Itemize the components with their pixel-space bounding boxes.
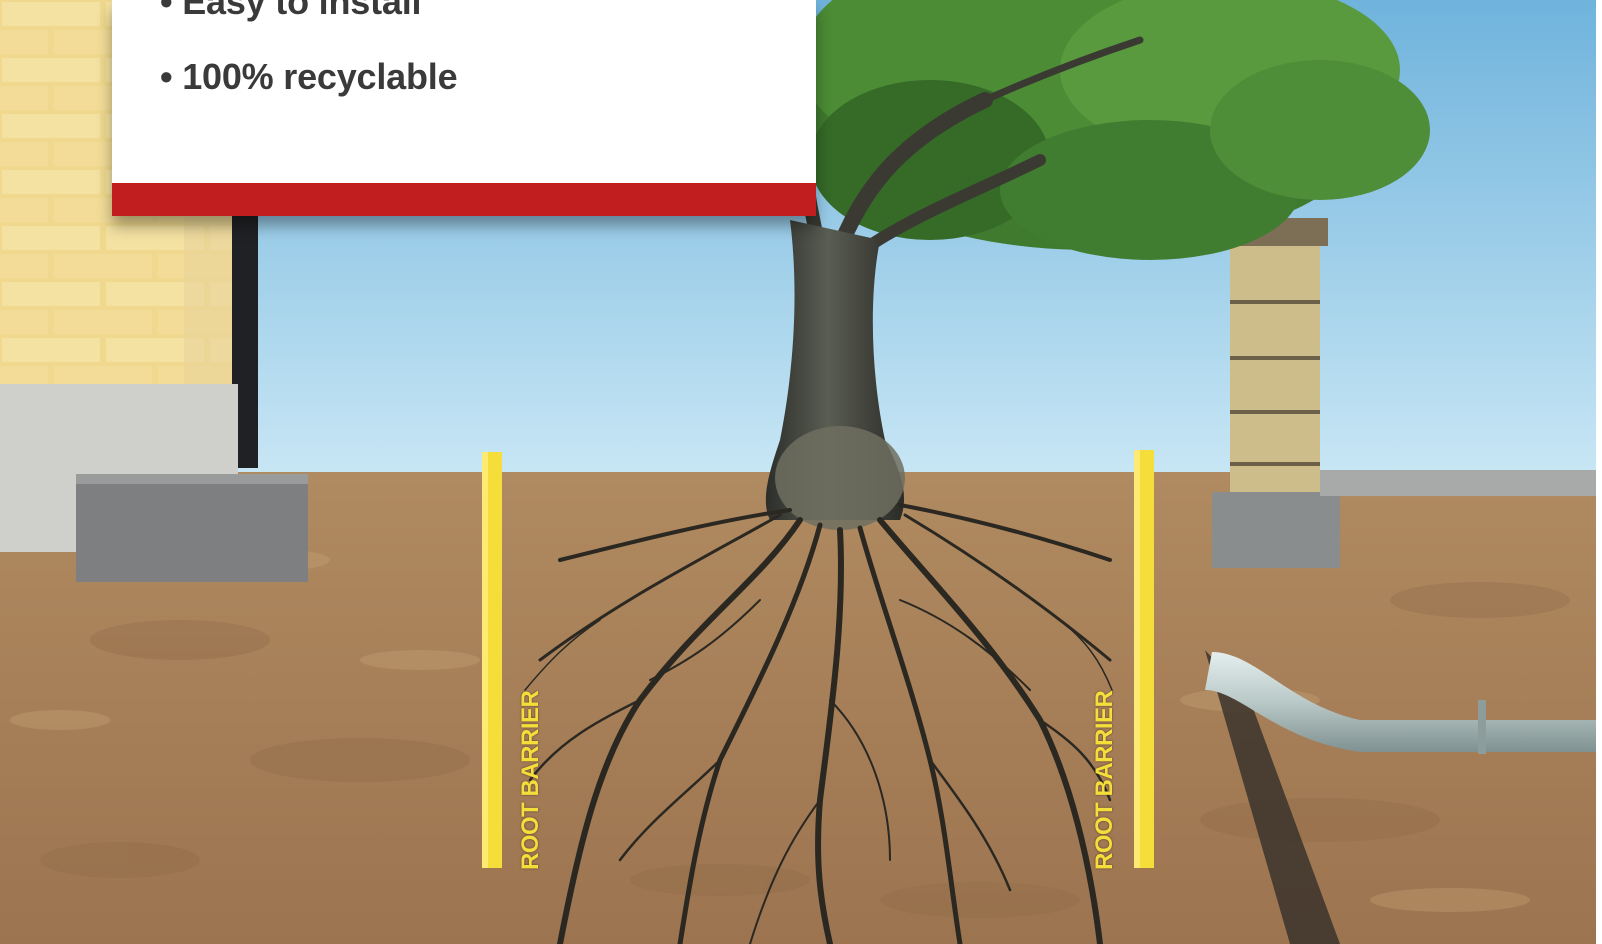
root-barrier-label-left: ROOT BARRIER (518, 650, 544, 870)
feature-card: • Easy to install • 100% recyclable (112, 0, 816, 216)
feature-easy-install: • Easy to install (160, 0, 421, 20)
feature-recyclable: • 100% recyclable (160, 59, 457, 95)
root-flare (775, 426, 905, 530)
low-wall (1320, 470, 1602, 496)
card-accent-bar (112, 183, 816, 216)
root-barrier-label-right: ROOT BARRIER (1092, 650, 1118, 870)
